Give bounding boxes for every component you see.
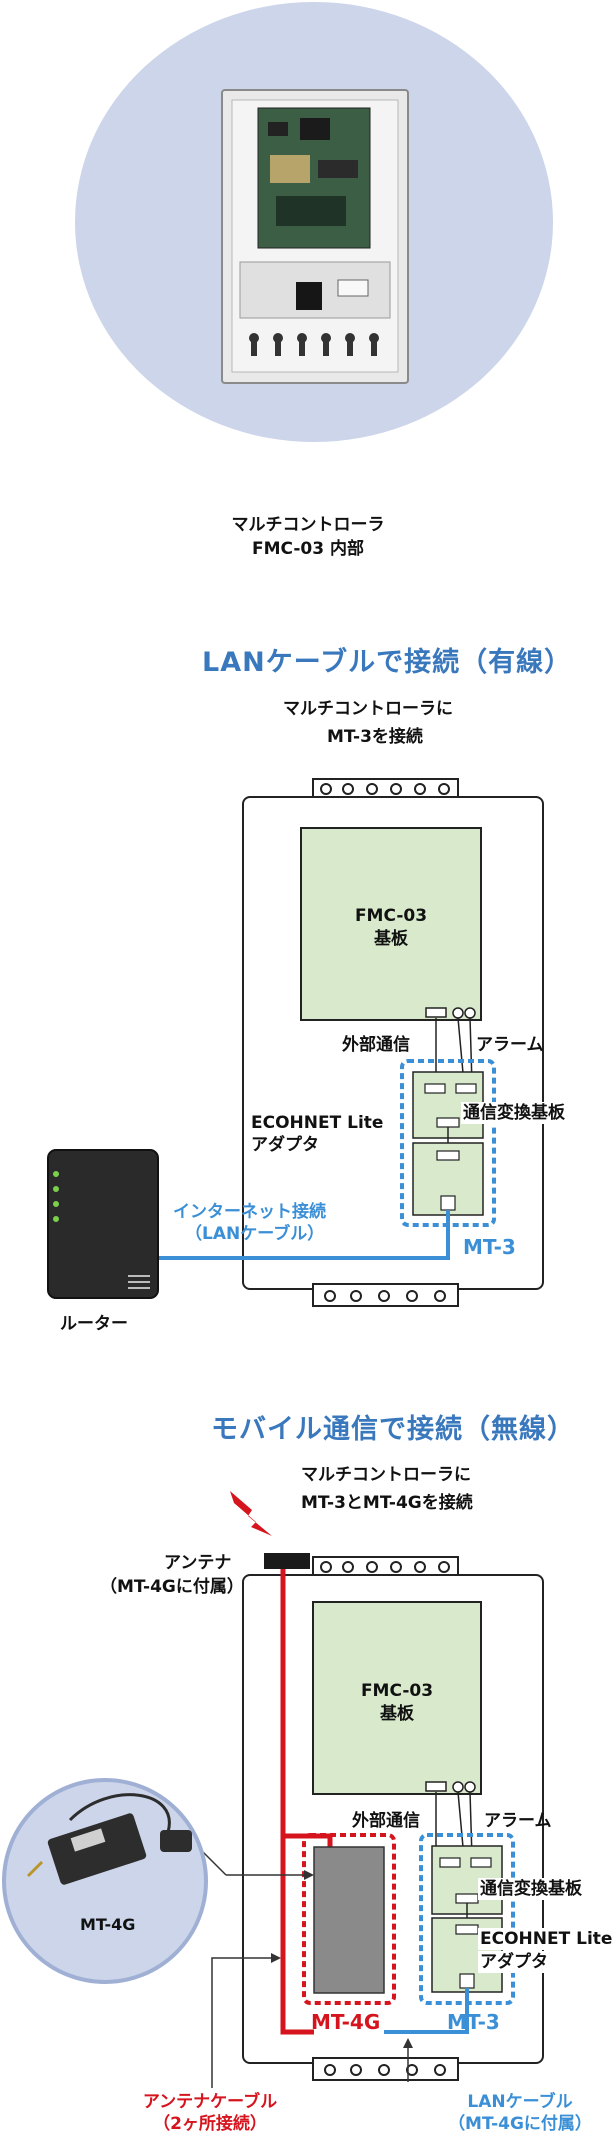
mobile-ecohnet-label-line2: アダプタ	[478, 1951, 550, 1973]
mt4g-photo-label: MT-4G	[80, 1915, 136, 1934]
top-caption-line1: マルチコントローラ	[231, 515, 385, 535]
mobile-converter-board-label: 通信変換基板	[478, 1878, 584, 1900]
mobile-external-comm-label: 外部通信	[352, 1811, 420, 1831]
top-caption-line2: FMC-03 内部	[251, 539, 365, 559]
wired-external-comm-label: 外部通信	[342, 1035, 410, 1055]
wired-diagram	[47, 778, 544, 1307]
antenna-cable-label-line1: アンテナケーブル	[142, 2092, 278, 2112]
mobile-mt3-label: MT-3	[447, 2010, 500, 2034]
mobile-diagram	[2, 1491, 544, 2088]
mobile-board-label-line1: FMC-03	[360, 1681, 434, 1701]
mobile-title: モバイル通信で接続（無線）	[211, 1414, 575, 1445]
wired-internet-label-line1: インターネット接続	[173, 1202, 326, 1222]
mobile-board-label-line2: 基板	[380, 1704, 414, 1724]
wired-alarm-label: アラーム	[476, 1035, 544, 1055]
wired-board-label-line2: 基板	[374, 929, 408, 949]
lan-cable-label-line2: （MT-4Gに付属）	[448, 2114, 592, 2134]
wired-subtitle-line1: マルチコントローラに	[283, 699, 453, 719]
lan-cable-label-line1: LANケーブル	[467, 2092, 573, 2112]
wired-converter-board-label: 通信変換基板	[461, 1102, 567, 1124]
mobile-antenna-label-line1: アンテナ	[164, 1553, 232, 1573]
wired-board-label-line1: FMC-03	[354, 906, 428, 926]
mobile-subtitle-line2: MT-3とMT-4Gを接続	[301, 1493, 473, 1513]
mobile-subtitle-line1: マルチコントローラに	[301, 1465, 471, 1485]
mobile-ecohnet-label-line1: ECOHNET Lite	[478, 1928, 615, 1950]
mobile-antenna-label-line2: （MT-4Gに付属）	[100, 1577, 244, 1597]
controller-photo	[221, 89, 409, 384]
wired-ecohnet-label-line2: アダプタ	[251, 1135, 319, 1155]
wired-title: LANケーブルで接続（有線）	[202, 647, 573, 678]
wired-subtitle-line2: MT-3を接続	[327, 727, 423, 747]
wired-ecohnet-label-line1: ECOHNET Lite	[251, 1113, 384, 1133]
antenna-cable-label-line2: （2ヶ所接続）	[153, 2114, 267, 2134]
mobile-mt4g-label: MT-4G	[311, 2010, 381, 2034]
wired-mt3-label: MT-3	[463, 1235, 516, 1259]
mobile-alarm-label: アラーム	[484, 1811, 552, 1831]
router-label: ルーター	[60, 1314, 128, 1334]
wired-internet-label-line2: （LANケーブル）	[185, 1224, 325, 1244]
